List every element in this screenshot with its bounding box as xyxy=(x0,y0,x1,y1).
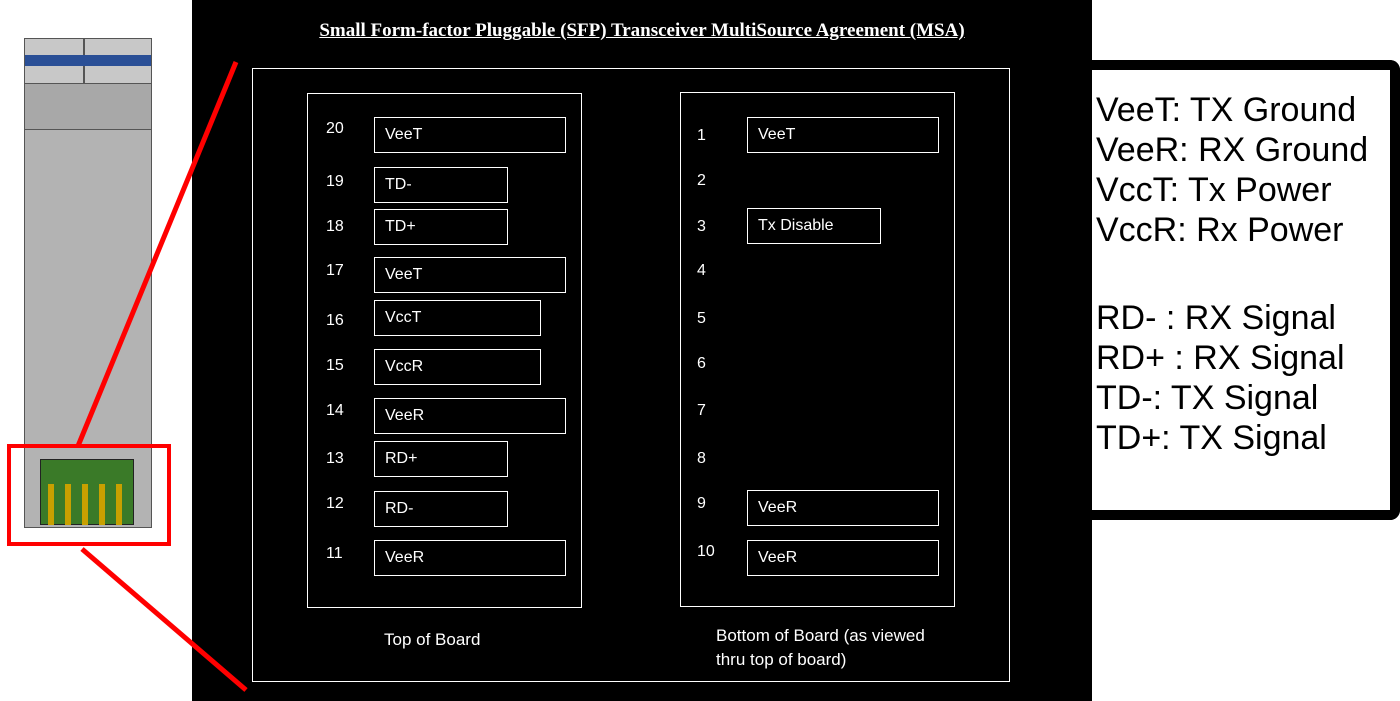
top-board-pin-label: TD+ xyxy=(374,209,508,245)
top-board-pin-label: RD- xyxy=(374,491,508,527)
legend-power-line: VeeR: RX Ground xyxy=(1096,131,1369,169)
top-board-pin-number: 13 xyxy=(326,450,344,467)
bottom-board-caption: Bottom of Board (as viewed thru top of b… xyxy=(716,624,925,672)
sfp-label-stripe xyxy=(25,55,151,66)
bottom-board-pin-number: 7 xyxy=(697,402,706,419)
top-board-pin-label: RD+ xyxy=(374,441,508,477)
legend-signal-line: RD- : RX Signal xyxy=(1096,299,1336,337)
bottom-board-pin-label: VeeT xyxy=(747,117,939,153)
contact-finger xyxy=(82,484,88,525)
top-board-pin-number: 20 xyxy=(326,120,344,137)
legend-power-line: VeeT: TX Ground xyxy=(1096,91,1357,129)
bottom-board-pin-label: VeeR xyxy=(747,490,939,526)
top-board-pin-number: 18 xyxy=(326,218,344,235)
top-board-pin-label: VeeT xyxy=(374,257,566,293)
bottom-board-pin-label: Tx Disable xyxy=(747,208,881,244)
bottom-board-pin-label: VeeR xyxy=(747,540,939,576)
bottom-board-pin-number: 1 xyxy=(697,127,706,144)
legend-signal-line: TD+: TX Signal xyxy=(1096,419,1327,457)
pinout-frame xyxy=(252,68,1010,682)
bottom-board-pin-number: 4 xyxy=(697,262,706,279)
top-board-pin-label: VccR xyxy=(374,349,541,385)
connector-highlight-box xyxy=(7,444,171,546)
top-board-pin-label: VccT xyxy=(374,300,541,336)
legend-power-line: VccR: Rx Power xyxy=(1096,211,1344,249)
top-board-pin-number: 14 xyxy=(326,402,344,419)
legend-panel: VeeT: TX Ground VeeR: RX Ground VccT: Tx… xyxy=(1092,60,1400,520)
top-board-pin-number: 16 xyxy=(326,312,344,329)
bottom-board-pin-number: 6 xyxy=(697,355,706,372)
top-board-pin-number: 17 xyxy=(326,262,344,279)
top-board-caption: Top of Board xyxy=(384,630,481,649)
top-board-pin-number: 19 xyxy=(326,173,344,190)
bottom-board-outline xyxy=(680,92,955,607)
legend-signal-line: RD+ : RX Signal xyxy=(1096,339,1345,377)
bottom-board-pin-number: 10 xyxy=(697,543,715,560)
bottom-board-pin-number: 5 xyxy=(697,310,706,327)
top-board-pin-label: VeeR xyxy=(374,540,566,576)
contact-finger xyxy=(99,484,105,525)
contact-finger xyxy=(116,484,122,525)
legend-power-line: VccT: Tx Power xyxy=(1096,171,1332,209)
contact-finger xyxy=(48,484,54,525)
bottom-board-pin-number: 9 xyxy=(697,495,706,512)
bottom-board-caption-line1: Bottom of Board (as viewed xyxy=(716,626,925,645)
top-board-pin-label: TD- xyxy=(374,167,508,203)
bottom-board-caption-line2: thru top of board) xyxy=(716,650,847,669)
top-board-pin-number: 15 xyxy=(326,357,344,374)
bottom-board-pin-number: 3 xyxy=(697,218,706,235)
bottom-board-pin-number: 2 xyxy=(697,172,706,189)
top-board-pin-label: VeeR xyxy=(374,398,566,434)
top-board-pin-number: 12 xyxy=(326,495,344,512)
contact-finger xyxy=(65,484,71,525)
top-board-outline xyxy=(307,93,582,608)
panel-title: Small Form-factor Pluggable (SFP) Transc… xyxy=(319,20,965,41)
legend-signal-line: TD-: TX Signal xyxy=(1096,379,1319,417)
top-board-pin-label: VeeT xyxy=(374,117,566,153)
top-board-pin-number: 11 xyxy=(326,545,343,562)
pinout-panel xyxy=(192,0,1092,701)
bottom-board-pin-number: 8 xyxy=(697,450,706,467)
